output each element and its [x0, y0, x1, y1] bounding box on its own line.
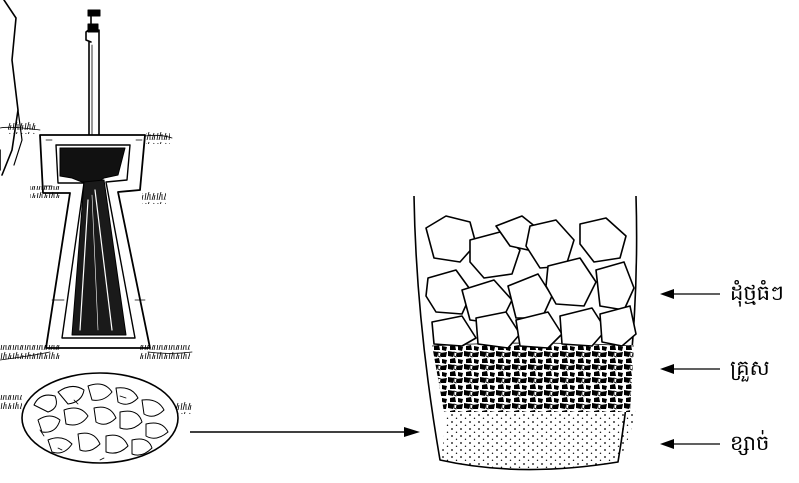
gravel-layer [432, 345, 634, 412]
connector-arrow [190, 427, 420, 437]
label-sand: ខ្សាច់ [730, 430, 769, 461]
sand-layer [440, 410, 636, 470]
soakaway-stones [22, 373, 178, 463]
standpipe-illustration [0, 0, 192, 463]
label-arrows [660, 289, 720, 449]
label-big-stones: ដុំថ្មធំៗ [730, 280, 784, 311]
tap-icon [86, 10, 100, 42]
person-leg [0, 0, 18, 175]
label-gravel: គ្រួស [730, 355, 770, 386]
large-stones-layer [426, 216, 636, 348]
cross-section [414, 196, 637, 470]
